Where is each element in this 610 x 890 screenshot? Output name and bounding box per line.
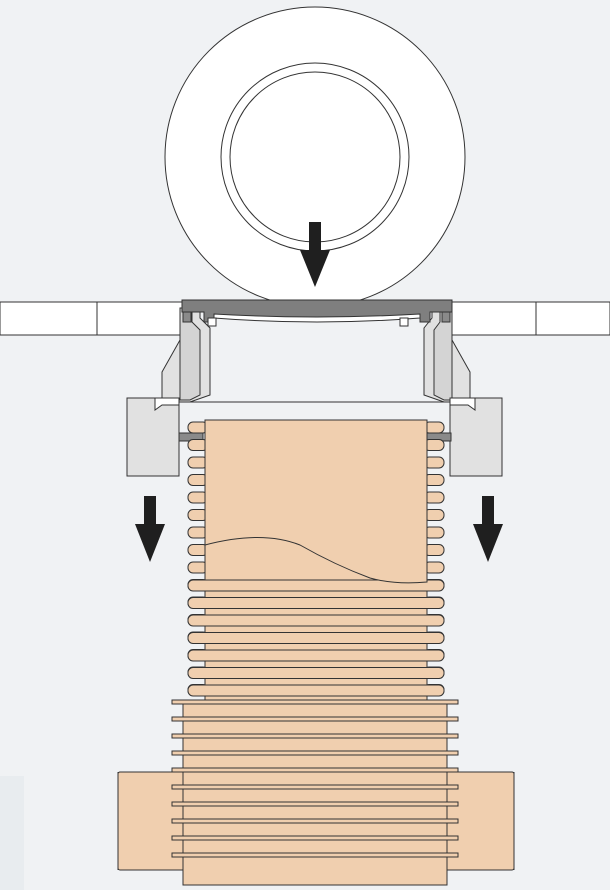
collar-right: [449, 397, 503, 477]
base-rib: [171, 835, 459, 841]
rib-full: [187, 649, 445, 662]
sliding-collar: [126, 397, 503, 477]
base-rib: [171, 750, 459, 756]
base-rib: [171, 716, 459, 722]
rib-full: [187, 684, 445, 697]
right-arrow: [473, 496, 503, 562]
base-rib: [171, 852, 459, 858]
base-rib: [171, 767, 459, 773]
manhole-cover: [181, 299, 453, 327]
inner-sleeve: [204, 419, 428, 584]
rib-full: [187, 632, 445, 644]
collar-left: [126, 397, 180, 477]
road-surface: [0, 301, 610, 336]
background-panel: [0, 776, 24, 890]
full-ribs: [187, 579, 445, 697]
rib-full: [187, 597, 445, 609]
base-rib: [171, 818, 459, 824]
roller-wheel: [164, 6, 466, 308]
base-rib: [171, 733, 459, 739]
load-arrow: [300, 222, 330, 287]
rib-full: [187, 579, 445, 592]
road-right: [449, 301, 610, 336]
base-rib: [171, 784, 459, 790]
road-left: [0, 301, 186, 336]
left-arrow: [135, 496, 165, 562]
rib-full: [187, 667, 445, 679]
base-rib: [171, 801, 459, 807]
base-rib: [171, 699, 459, 705]
rib-full: [187, 614, 445, 627]
base-ribs: [171, 699, 459, 858]
adjustable-frame: [161, 307, 471, 403]
